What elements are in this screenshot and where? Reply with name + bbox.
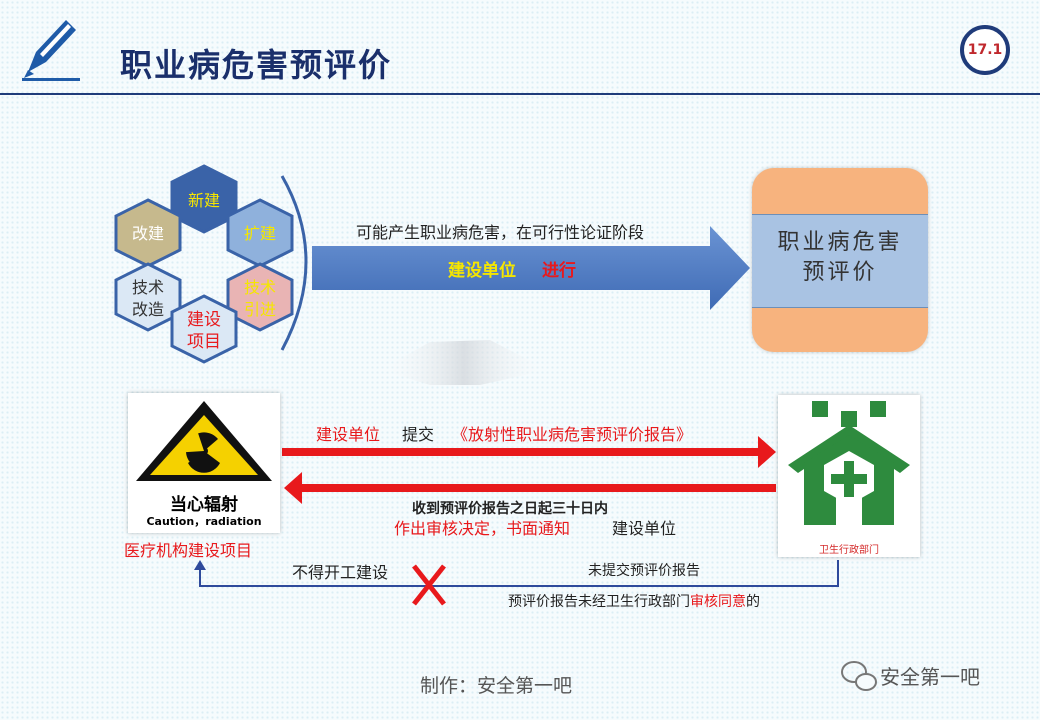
hex-center-label1: 建设 — [187, 310, 221, 330]
section-badge: 17.1 — [960, 25, 1010, 75]
bottom-flow-line — [199, 560, 839, 587]
assessment-line1: 职业病危害 — [777, 230, 903, 255]
header-divider — [0, 93, 1040, 95]
page-title: 职业病危害预评价 — [120, 46, 393, 84]
radiation-warning-sign — [128, 393, 280, 533]
reject-cross-icon — [412, 564, 446, 606]
return-red-arrow — [284, 472, 776, 504]
medical-project-label: 医疗机构建设项目 — [124, 541, 253, 560]
project-types-hexagons: 新建 改建 扩建 技术 改造 技术 引进 建设 项目 — [114, 164, 294, 364]
submit-document: 《放射性职业病危害预评价报告》 — [452, 425, 692, 444]
wechat-icon — [841, 661, 877, 691]
hex-right-bottom — [226, 262, 294, 332]
radiation-hazard-icon — [136, 401, 272, 481]
bottom-not-approved-red: 审核同意 — [690, 593, 746, 610]
shade-chevron — [380, 340, 548, 385]
radiation-sign-caption: Caution，radiation — [146, 515, 262, 528]
hex-right-top-label: 扩建 — [244, 224, 276, 243]
hex-top-label: 新建 — [188, 191, 220, 210]
return-line2-black: 建设单位 — [612, 519, 676, 538]
footer-watermark: 安全第一吧 — [880, 665, 980, 689]
submit-red-arrow — [282, 436, 776, 468]
main-arrow-condition: 可能产生职业病危害，在可行性论证阶段 — [356, 223, 644, 242]
assessment-box — [752, 168, 928, 352]
hex-center-label2: 项目 — [187, 332, 221, 352]
return-line2-red: 作出审核决定，书面通知 — [394, 519, 570, 538]
submit-actor: 建设单位 — [316, 425, 380, 444]
bottom-no-start: 不得开工建设 — [292, 563, 388, 582]
footer-credit: 制作：安全第一吧 — [420, 675, 572, 697]
bottom-flow-arrowhead — [194, 560, 206, 570]
submit-verb: 提交 — [402, 425, 434, 444]
bottom-not-approved-suffix: 的 — [746, 594, 760, 610]
return-line1: 收到预评价报告之日起三十日内 — [412, 500, 608, 517]
hex-right-bottom-label1: 技术 — [244, 278, 276, 297]
pencil-icon — [22, 20, 80, 81]
hex-top — [170, 164, 238, 234]
hex-right-bottom-label2: 引进 — [244, 300, 276, 319]
health-department-logo-icon — [788, 401, 910, 525]
hex-left-top-label: 改建 — [132, 224, 164, 243]
hex-left-bottom-label2: 改造 — [132, 300, 164, 319]
assessment-box-band — [752, 214, 928, 308]
health-department-caption: 卫生行政部门 — [819, 545, 879, 556]
bottom-not-submitted: 未提交预评价报告 — [588, 562, 700, 579]
hex-left-bottom-label1: 技术 — [132, 278, 164, 297]
main-blue-arrow — [312, 226, 750, 310]
hex-bracket — [280, 175, 308, 351]
radiation-sign-text: 当心辐射 — [170, 495, 238, 515]
bottom-not-approved-prefix: 预评价报告未经卫生行政部门 — [508, 594, 690, 610]
assessment-line2: 预评价 — [802, 260, 878, 285]
health-department-sign — [778, 395, 920, 557]
bottom-not-approved: 预评价报告未经卫生行政部门审核同意的 — [508, 593, 760, 610]
assessment-box-label: 职业病危害 预评价 — [752, 228, 928, 288]
hex-center — [170, 294, 238, 364]
main-arrow-actor: 建设单位 — [448, 260, 516, 281]
hex-left-bottom — [114, 262, 182, 332]
main-arrow-action: 进行 — [542, 260, 576, 281]
